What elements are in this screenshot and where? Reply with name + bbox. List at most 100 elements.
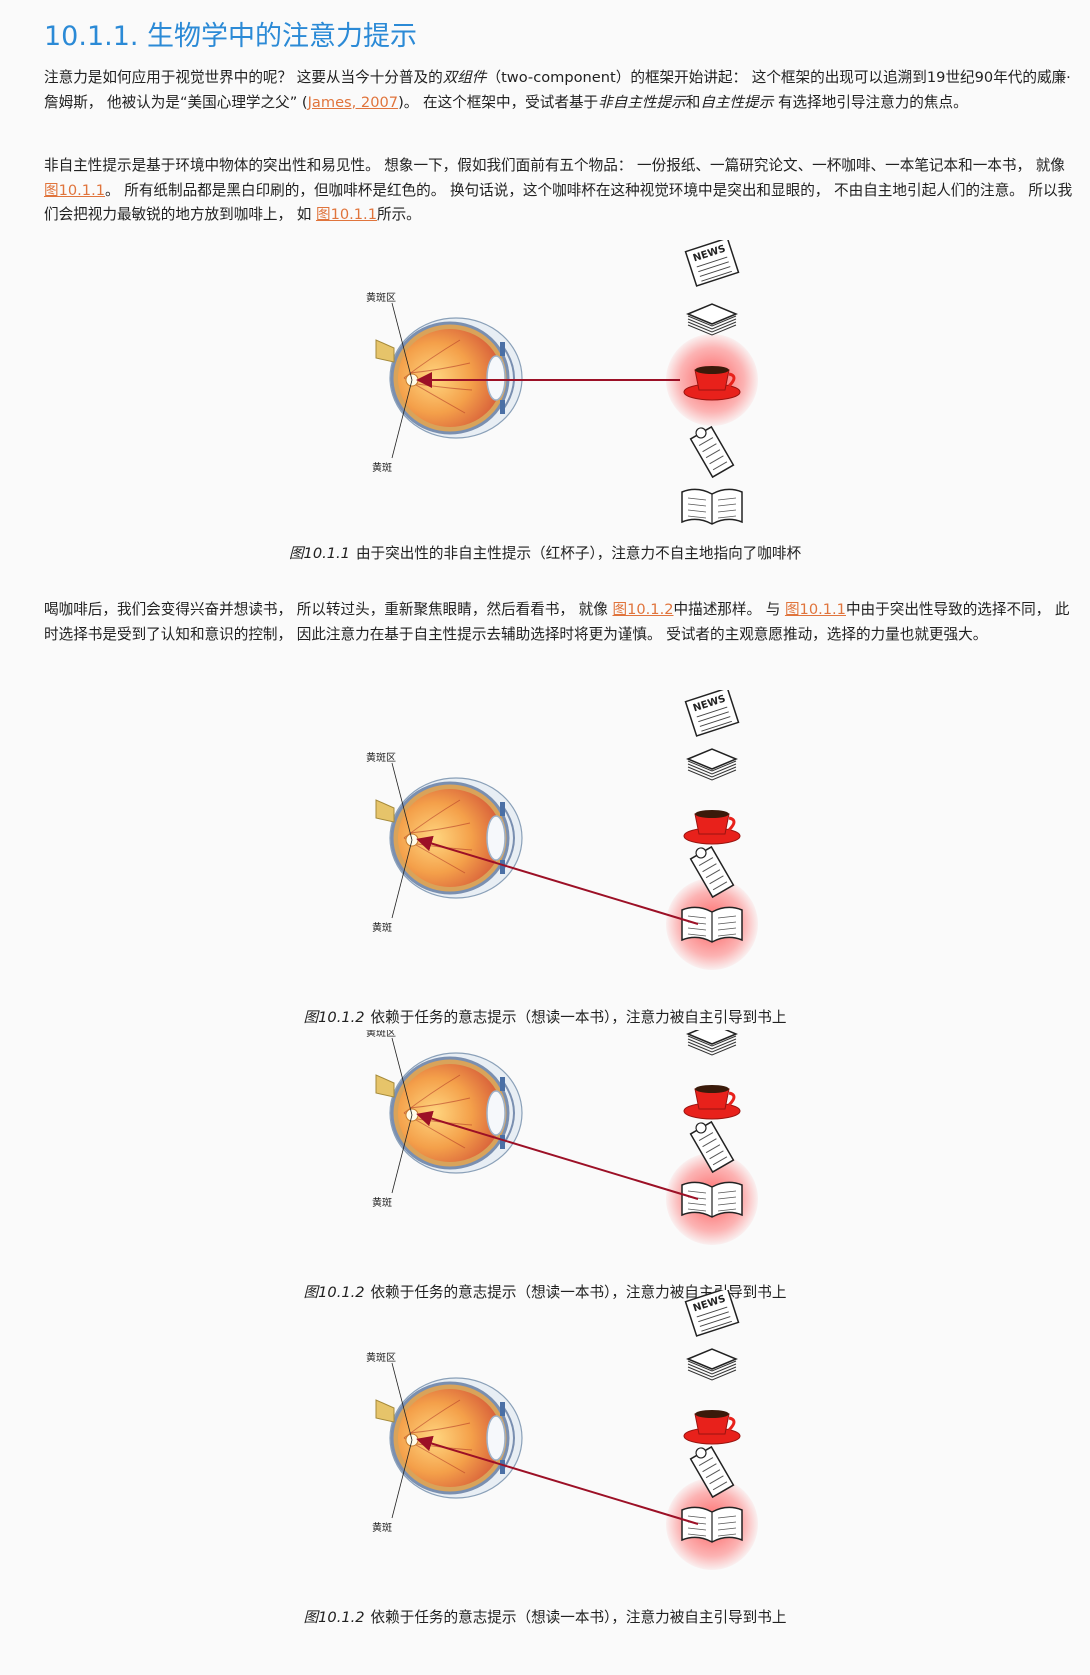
notebook-line: [705, 449, 721, 459]
notebook-line: [709, 1150, 724, 1160]
macula-label: 黄斑: [372, 1196, 392, 1209]
book-text-line: [717, 1190, 737, 1194]
para2-text-3: 所示。: [376, 206, 421, 223]
notebook-line: [709, 875, 724, 885]
label-leader-line: [391, 839, 413, 919]
book-text-line: [687, 915, 707, 919]
para1-text-4: 和: [685, 93, 701, 111]
paper-stack-edge: [687, 321, 737, 333]
para3-text-2: 中描述那样。 与: [673, 601, 785, 618]
paper-stack-edge: [687, 1038, 737, 1050]
figure-link-10-1-1-third[interactable]: 图10.1.1: [784, 601, 846, 618]
figure-caption-text: 依赖于任务的意志提示（想读一本书），注意力被自主引导到书上: [370, 1609, 787, 1626]
macula-label: 黄斑: [372, 921, 392, 934]
macula-label: 黄斑: [372, 1521, 392, 1534]
book-text-line: [687, 515, 707, 519]
notebook-roll: [695, 847, 707, 859]
paper-stack-edge: [687, 1366, 737, 1378]
eye-iris-top: [500, 342, 505, 356]
book-text-line: [687, 1515, 707, 1519]
paper-stack-top: [686, 1030, 738, 1045]
notebook-line: [702, 863, 717, 873]
para3-text-1: 喝咖啡后，我们会变得兴奋并想读书， 所以转过头，重新聚焦眼睛，然后看看书， 就像: [44, 601, 613, 618]
newspaper-line: [699, 266, 731, 277]
book-text-line: [717, 1521, 737, 1525]
book-text-line: [717, 1208, 737, 1212]
book-icon: [681, 1181, 743, 1218]
paper-stack-top: [686, 303, 738, 325]
cup-coffee: [695, 810, 729, 818]
book-text-line: [687, 927, 707, 931]
paper-stack-icon: [686, 1348, 738, 1381]
optic-nerve: [375, 1074, 395, 1098]
eye-cornea: [503, 347, 515, 409]
para1-text-3: )。 在这个框架中，受试者基于: [398, 93, 599, 111]
label-leader-line: [391, 1114, 413, 1194]
notebook-icon: [689, 425, 735, 479]
eye-blood-vessel: [409, 1422, 471, 1434]
para1-text-1: 注意力是如何应用于视觉世界中的呢？ 这要从当今十分普及的: [44, 69, 443, 86]
notebook-line: [698, 437, 714, 447]
notebook-line: [712, 1156, 728, 1166]
cup-handle: [727, 372, 736, 388]
figure-caption-text: 由于突出性的非自主性提示（红杯子），注意力不自主地指向了咖啡杯: [355, 545, 802, 562]
para1-text-2: （two-component）的框架开始讲起： 这个框架的出现可以追溯到19世纪…: [44, 69, 1071, 111]
coffee-cup-icon: [683, 810, 741, 845]
eye-vitreous: [398, 789, 502, 887]
eye-iris-top: [500, 1402, 505, 1416]
para1-term-nonvolitional: 非自主性提示: [598, 93, 686, 111]
paragraph-two-component: 注意力是如何应用于视觉世界中的呢？ 这要从当今十分普及的双组件（two-comp…: [44, 66, 1074, 115]
notebook-line: [705, 1144, 721, 1154]
newspaper-line: [698, 711, 729, 723]
paper-stack-icon: [686, 748, 738, 781]
figure-link-10-1-2[interactable]: 图10.1.2: [612, 601, 674, 618]
eye-lens: [486, 1090, 506, 1136]
notebook-icon: [689, 1445, 735, 1499]
eye-cornea: [503, 1082, 515, 1144]
book-text-line: [687, 1190, 707, 1194]
cup-handle: [727, 1416, 736, 1432]
figure-caption-number: 图10.1.2: [303, 1009, 365, 1026]
book-text-line: [717, 915, 737, 919]
notebook-line: [712, 461, 728, 471]
figure-link-10-1-1-second[interactable]: 图10.1.1: [315, 206, 377, 223]
paper-stack-edge: [687, 766, 737, 778]
notebook-line: [709, 455, 724, 465]
cup-coffee: [695, 366, 729, 374]
paper-stack-edge: [687, 315, 737, 327]
newspaper-line: [698, 1311, 729, 1323]
book-text-line: [687, 1208, 707, 1212]
newspaper-line: [696, 706, 728, 718]
book-text-line: [687, 503, 707, 507]
newspaper-icon: NEWS: [684, 690, 740, 737]
eye-cornea: [503, 807, 515, 869]
book-text-line: [717, 933, 737, 937]
paper-stack-top: [686, 1348, 738, 1370]
paper-stack-edge: [687, 1041, 737, 1053]
eye-blood-vessel: [409, 362, 471, 374]
paragraph-volitional-cue: 喝咖啡后，我们会变得兴奋并想读书， 所以转过头，重新聚焦眼睛，然后看看书， 就像…: [44, 598, 1074, 647]
figure-link-10-1-1[interactable]: 图10.1.1: [44, 181, 106, 199]
para2-text-2: 。 所有纸制品都是黑白印刷的，但咖啡杯是红色的。 换句话说，这个咖啡杯在这种视觉…: [44, 181, 1073, 224]
eye-iris-top: [500, 1077, 505, 1091]
optic-nerve: [375, 339, 395, 363]
label-leader-line: [391, 762, 413, 841]
eye-iris-bottom: [500, 860, 505, 874]
book-text-line: [717, 1533, 737, 1537]
figure-caption-number: 图10.1.1: [288, 545, 350, 562]
notebook-roll: [695, 427, 707, 439]
label-leader-line: [391, 1439, 413, 1519]
book-icon: [681, 1506, 743, 1543]
paper-stack-edge: [687, 1044, 737, 1056]
macula-label: 黄斑: [372, 461, 392, 474]
book-text-line: [717, 509, 737, 513]
citation-link-james[interactable]: James, 2007: [307, 93, 399, 111]
notebook-line: [712, 881, 728, 891]
newspaper-line: [701, 1320, 733, 1332]
